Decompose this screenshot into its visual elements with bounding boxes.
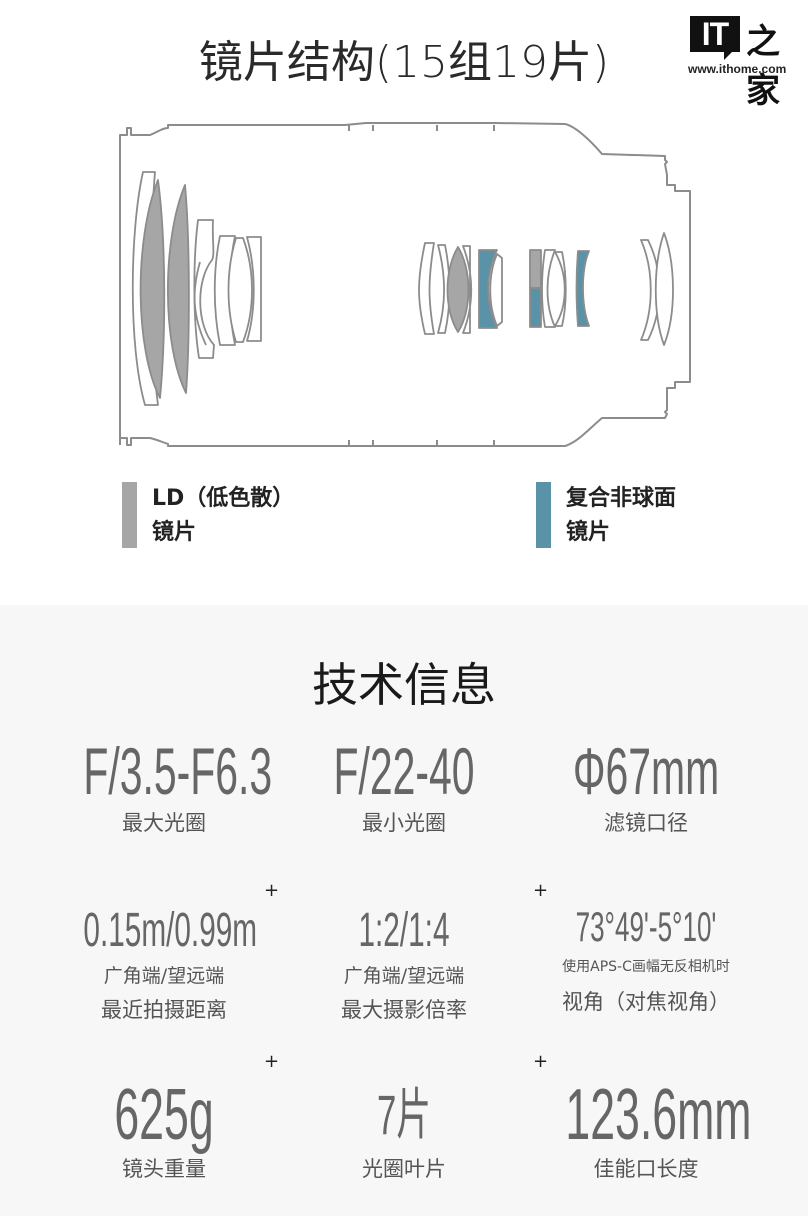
tech-info-section: 技术信息 F/3.5-F6.3 最大光圈 F/22-40 最小光圈 Φ67mm … — [0, 605, 808, 1216]
spec-value: 7片 — [376, 1083, 432, 1146]
separator-plus: + — [264, 1051, 280, 1072]
spec-label: 光圈叶片 — [362, 1157, 446, 1181]
spec-label: 滤镜口径 — [604, 811, 688, 835]
spec-label: 最近拍摄距离 — [101, 998, 227, 1022]
spec-value: F/22-40 — [333, 734, 475, 808]
legend-hybrid-swatch — [536, 482, 551, 548]
legend-ld-line2: 镜片 — [152, 520, 197, 545]
spec-value: F/3.5-F6.3 — [83, 734, 273, 808]
spec-sublabel: 使用APS-C画幅无反相机时 — [562, 959, 730, 975]
spec-value: Φ67mm — [572, 734, 720, 808]
legend-ld-line1: LD（低色散） — [152, 486, 295, 511]
spec-value: 625g — [114, 1075, 214, 1155]
spec-value: 123.6mm — [565, 1075, 752, 1155]
logo-url: www.ithome.com — [688, 62, 787, 76]
spec-aperture-blades: 7片 光圈叶片 — [274, 1077, 534, 1183]
spec-value: 1:2/1:4 — [358, 904, 450, 957]
page-title: 镜片结构(15组19片) — [198, 37, 610, 88]
spec-value: 73°49'-5°10' — [575, 903, 717, 950]
logo-chinese: 之家 — [746, 22, 780, 111]
spec-max-magnification: 1:2/1:4 广角端/望远端 最大摄影倍率 — [274, 902, 534, 1028]
separator-plus: + — [533, 880, 549, 901]
tech-info-title: 技术信息 — [312, 658, 496, 712]
spec-sublabel: 广角端/望远端 — [103, 965, 225, 987]
spec-max-aperture: F/3.5-F6.3 最大光圈 — [34, 735, 294, 837]
spec-value: 0.15m/0.99m — [83, 904, 258, 957]
separator-plus: + — [264, 880, 280, 901]
separator-plus: + — [533, 1051, 549, 1072]
spec-label: 最小光圈 — [362, 811, 446, 835]
logo-it-mark: IT — [690, 16, 740, 60]
spec-sublabel: 广角端/望远端 — [343, 965, 465, 987]
spec-label: 最大摄影倍率 — [341, 998, 467, 1022]
lens-construction-section: 镜片结构(15组19片) IT 之家 www.ithome.com — [0, 0, 808, 605]
spec-length-canon-mount: 123.6mm 佳能口长度 — [516, 1077, 776, 1183]
legend-ld-swatch — [122, 482, 137, 548]
spec-min-aperture: F/22-40 最小光圈 — [274, 735, 534, 837]
spec-min-focus-distance: 0.15m/0.99m 广角端/望远端 最近拍摄距离 — [34, 902, 294, 1028]
spec-weight: 625g 镜头重量 — [34, 1077, 294, 1183]
legend-hybrid-line1: 复合非球面 — [566, 486, 677, 511]
spec-label: 佳能口长度 — [593, 1157, 699, 1181]
ithome-logo: IT 之家 www.ithome.com — [688, 12, 800, 111]
spec-label: 镜头重量 — [122, 1157, 206, 1181]
spec-label: 视角（对焦视角） — [562, 990, 730, 1014]
spec-label: 最大光圈 — [122, 811, 206, 835]
spec-angle-of-view: 73°49'-5°10' 使用APS-C画幅无反相机时 视角（对焦视角） — [516, 902, 776, 1022]
legend-hybrid-line2: 镜片 — [566, 520, 611, 545]
lens-diagram — [119, 122, 691, 447]
spec-filter-diameter: Φ67mm 滤镜口径 — [516, 735, 776, 837]
